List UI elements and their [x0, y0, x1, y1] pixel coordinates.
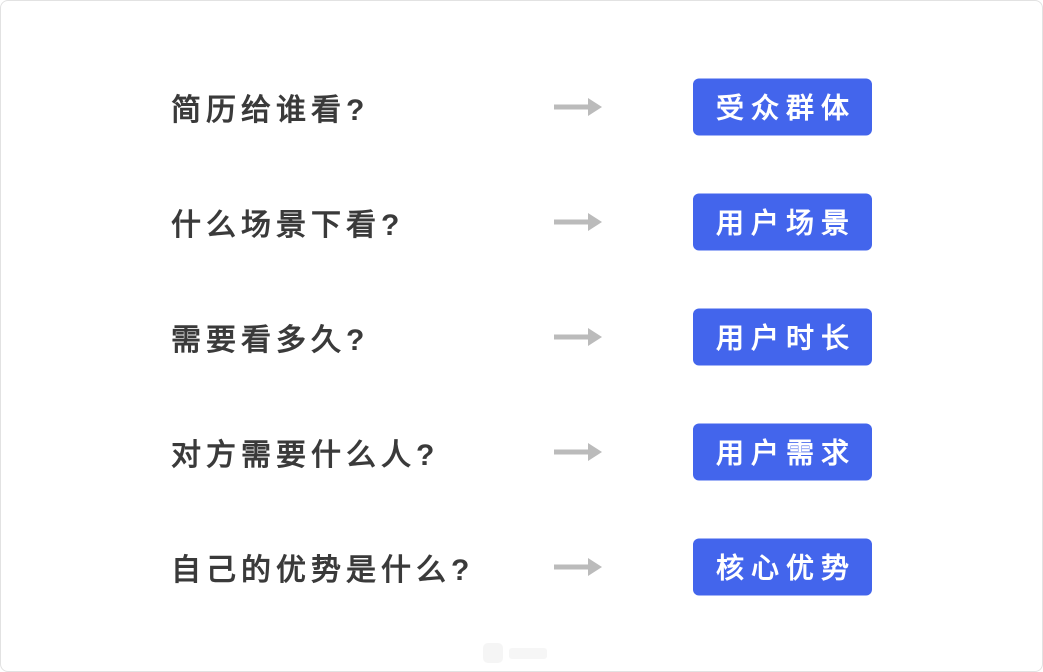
- mapping-row: 需要看多久? 用户时长: [1, 279, 1042, 394]
- result-badge: 用户需求: [693, 423, 872, 480]
- question-text: 需要看多久?: [171, 323, 370, 357]
- question-text: 自己的优势是什么?: [171, 553, 475, 587]
- question-text: 对方需要什么人?: [171, 438, 440, 472]
- result-badge: 核心优势: [693, 538, 872, 595]
- result-badge: 用户时长: [693, 308, 872, 365]
- mapping-row: 简历给谁看? 受众群体: [1, 49, 1042, 164]
- arrow-right-icon: [554, 97, 602, 116]
- arrow-right-icon: [554, 442, 602, 461]
- result-badge: 用户场景: [693, 193, 872, 250]
- watermark-text-shape: [509, 648, 547, 659]
- mapping-row: 对方需要什么人? 用户需求: [1, 394, 1042, 509]
- result-badge: 受众群体: [693, 78, 872, 135]
- question-text: 简历给谁看?: [171, 93, 370, 127]
- watermark: [463, 641, 553, 667]
- question-text: 什么场景下看?: [171, 208, 405, 242]
- arrow-right-icon: [554, 327, 602, 346]
- arrow-right-icon: [554, 557, 602, 576]
- mapping-row: 自己的优势是什么? 核心优势: [1, 509, 1042, 624]
- mapping-row: 什么场景下看? 用户场景: [1, 164, 1042, 279]
- watermark-logo-icon: [483, 643, 503, 663]
- arrow-right-icon: [554, 212, 602, 231]
